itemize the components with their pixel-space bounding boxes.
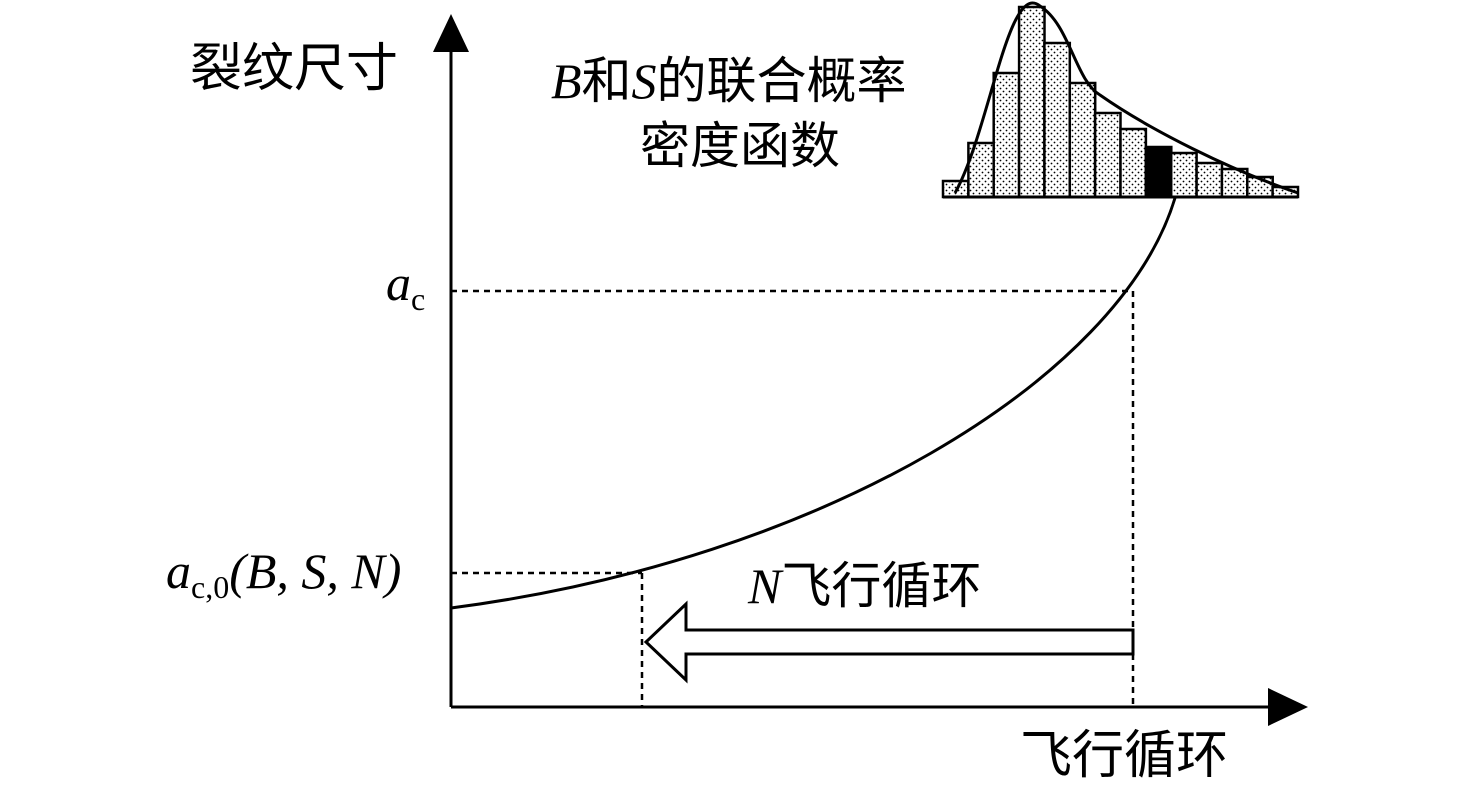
histogram-bar-highlighted xyxy=(1144,145,1173,199)
pdf-label-line2: 密度函数 xyxy=(640,118,840,174)
histogram-bar xyxy=(1119,127,1148,199)
x-axis-title: 飞行循环 xyxy=(1020,728,1228,785)
pdf-label-var-b: B xyxy=(551,53,582,109)
histogram-bar xyxy=(1093,111,1122,199)
histogram-bar xyxy=(1043,41,1072,199)
arrow-label-var: N xyxy=(747,558,784,614)
pdf-envelope-curve xyxy=(953,1,1299,195)
histogram-bar xyxy=(992,71,1021,199)
initial-size-symbol: a xyxy=(166,543,191,599)
pdf-label-and: 和 xyxy=(582,53,632,109)
initial-size-subscript: c,0 xyxy=(191,569,229,605)
pdf-label-rest: 的联合概率 xyxy=(657,53,907,109)
arrow-label-text: 飞行循环 xyxy=(781,558,981,614)
pdf-label-line1: B和S的联合概率 xyxy=(551,53,907,109)
y-axis-title: 裂纹尺寸 xyxy=(190,41,398,98)
histogram-bar xyxy=(1169,151,1198,199)
critical-size-subscript: c xyxy=(411,281,425,317)
joint-pdf-histogram xyxy=(941,5,1300,199)
pdf-label-var-s: S xyxy=(632,53,657,109)
critical-size-symbol: a xyxy=(386,255,411,311)
x-axis-arrowhead xyxy=(1268,688,1308,726)
backward-cycles-arrow xyxy=(643,600,1135,684)
histogram-bar xyxy=(1195,161,1224,199)
y-axis-arrowhead xyxy=(433,14,469,52)
initial-size-label: ac,0(B, S, N) xyxy=(166,543,401,605)
histogram-bar xyxy=(1068,81,1097,199)
crack-growth-curve xyxy=(450,197,1177,610)
arrow-label: N飞行循环 xyxy=(747,558,981,614)
critical-size-label: ac xyxy=(386,255,425,317)
histogram-bar xyxy=(1017,5,1046,199)
initial-size-args: (B, S, N) xyxy=(229,543,401,599)
